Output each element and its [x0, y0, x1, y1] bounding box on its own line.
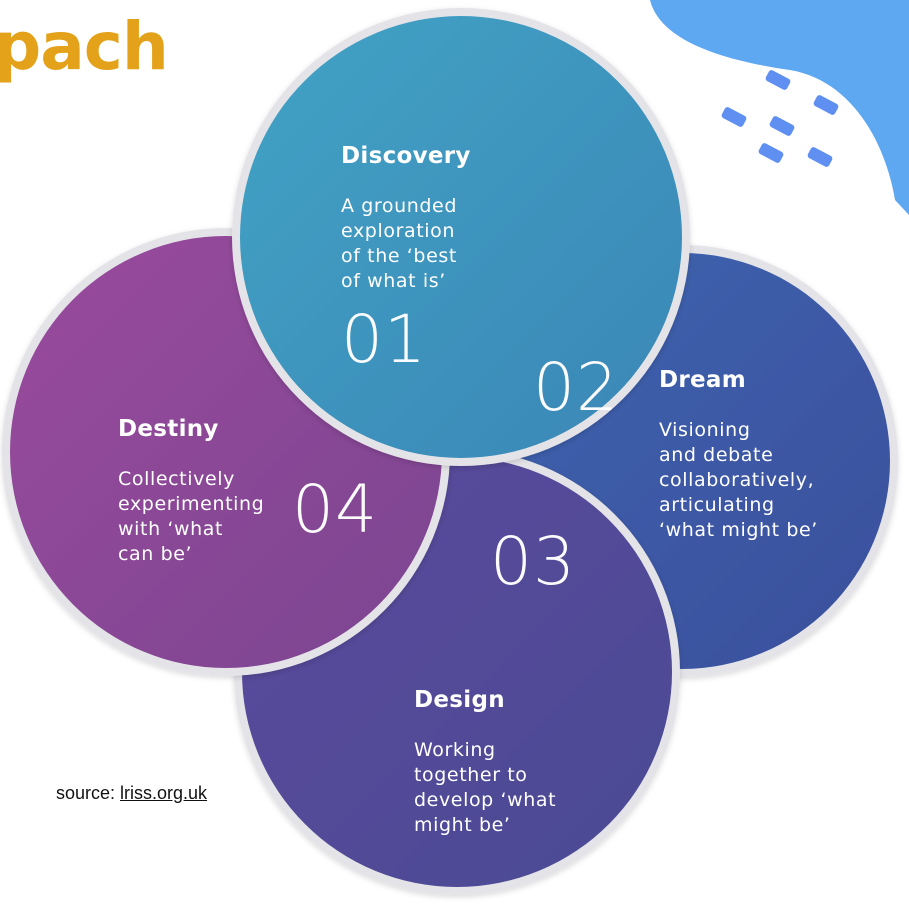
- decorative-dots: [721, 70, 839, 167]
- dream-number: 02: [533, 349, 619, 426]
- destiny-description: Collectively experimenting with ‘what ca…: [118, 468, 265, 565]
- discovery-number: 01: [341, 301, 427, 378]
- discovery-text: Discovery A grounded exploration of the …: [341, 118, 471, 319]
- source-link[interactable]: lriss.org.uk: [120, 783, 208, 803]
- design-description: Working together to develop ‘what might …: [414, 739, 557, 836]
- source-citation: source: lriss.org.uk: [56, 783, 207, 804]
- destiny-number: 04: [292, 471, 378, 548]
- dream-description: Visioning and debate collaboratively, ar…: [659, 419, 818, 541]
- destiny-heading: Destiny: [118, 416, 219, 442]
- design-text: Design Working together to develop ‘what…: [414, 662, 556, 863]
- destiny-text: Destiny Collectively experimenting with …: [118, 391, 264, 592]
- slide-title: pach: [0, 8, 169, 85]
- decorative-blob: [650, 0, 909, 215]
- design-number: 03: [490, 523, 576, 600]
- dream-heading: Dream: [659, 367, 747, 393]
- discovery-heading: Discovery: [341, 143, 471, 169]
- dream-text: Dream Visioning and debate collaborative…: [659, 342, 818, 568]
- circle-discovery: [232, 8, 690, 466]
- design-heading: Design: [414, 687, 505, 713]
- source-prefix: source:: [56, 783, 121, 803]
- discovery-description: A grounded exploration of the ‘best of w…: [341, 195, 458, 292]
